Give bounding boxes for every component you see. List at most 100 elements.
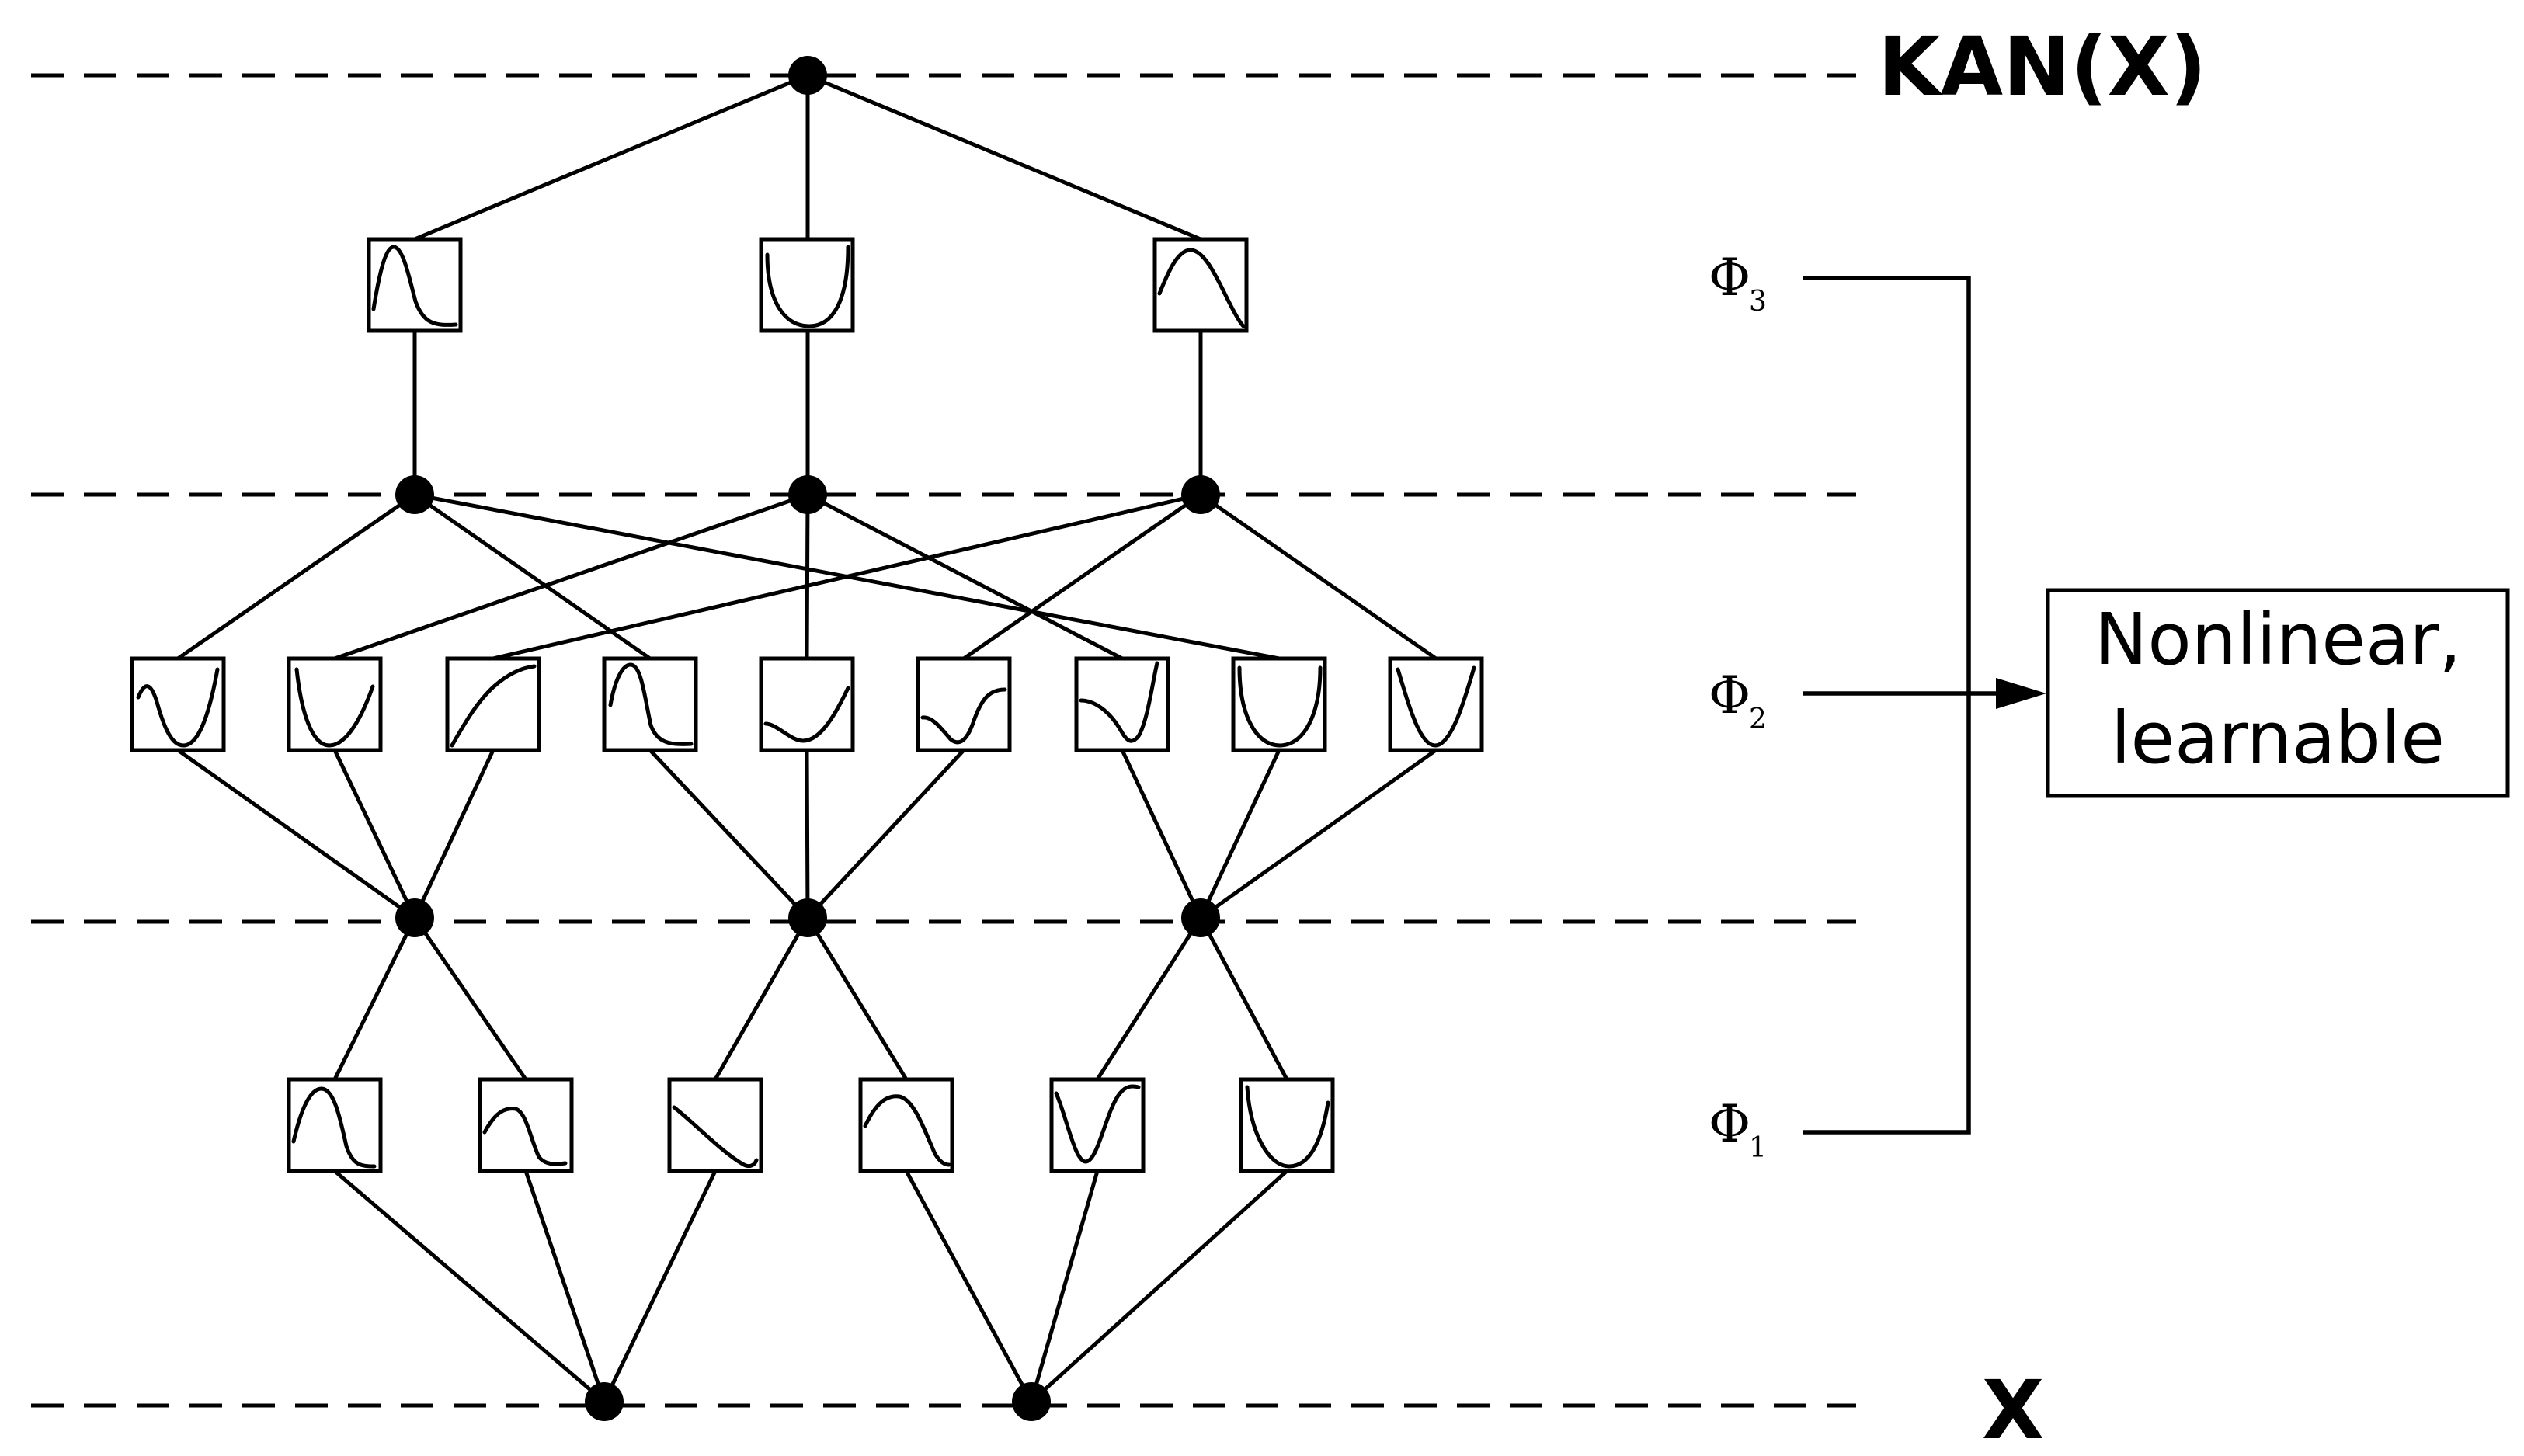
nodes [395,56,1220,1421]
activation-curve [765,245,850,328]
annotation-box: Nonlinear, learnable [2046,588,2510,798]
activation-curve [371,245,458,327]
activation-curve [1245,1085,1330,1169]
phi2-label: Φ 2 [1709,665,1767,735]
hidden2-node [395,475,434,514]
activation-curve [863,1094,951,1167]
activation-curve [1157,248,1246,328]
activation-box [130,656,226,752]
edge [805,749,810,919]
activation-box [1152,237,1249,333]
edge [1198,749,1281,919]
activation-frame [445,656,541,752]
activation-curve [291,1086,377,1169]
bracket-line [1803,276,1971,1135]
hidden1-node [788,898,827,937]
edge [713,916,810,1081]
activation-box [667,1077,763,1173]
activation-curve [672,1105,759,1169]
edge [412,749,495,919]
activation-curve [1079,661,1159,743]
phi3-activations [367,237,1249,333]
edge [1030,1169,1288,1403]
activation-frame [602,656,698,752]
phi-symbol: Φ [1709,1094,1750,1154]
activation-frame [287,1077,383,1173]
activation-frame [916,656,1012,752]
edge [805,916,909,1081]
activation-box [1231,656,1327,752]
input-node [1012,1382,1051,1421]
edge [176,492,416,661]
phi1-label: Φ 1 [1709,1094,1767,1164]
layer-lines [31,73,1856,1408]
activation-box [759,237,855,333]
edge [492,492,1201,661]
activation-box [1049,1077,1146,1173]
edge [333,1169,606,1403]
activation-frame [759,237,855,333]
hidden2-node [788,475,827,514]
edge [334,492,808,661]
activation-box [367,237,463,333]
activation-curve [136,667,220,748]
edge [806,492,1124,661]
activation-curve [294,667,375,748]
activation-box [478,1077,574,1173]
activation-box [1239,1077,1335,1173]
activation-box [916,656,1012,752]
annotation-frame [2046,588,2510,798]
edge [176,748,416,920]
edge [413,492,652,661]
edge [807,73,1201,242]
activation-box [445,656,541,752]
edge [806,749,965,919]
phi-subscript: 3 [1749,286,1767,318]
activation-box [759,656,855,752]
edge [332,916,417,1081]
phi-symbol: Φ [1709,665,1750,725]
phi1-activations [287,1077,1335,1173]
edge [1095,916,1203,1081]
phi3-label: Φ 3 [1709,248,1767,318]
edges [176,73,1438,1403]
activation-frame [1239,1077,1335,1173]
activation-curve [482,1107,568,1166]
activation-frame [1231,656,1327,752]
edge [1199,492,1438,661]
activation-curve [608,662,694,746]
edge [523,1170,607,1402]
edge [332,749,417,919]
activation-frame [759,656,855,752]
edge [1198,916,1289,1081]
annotation-line-2: learnable [2111,697,2445,780]
activation-box [602,656,698,752]
phi-subscript: 2 [1749,704,1767,735]
activation-frame [1388,656,1484,752]
activation-curve [450,664,537,748]
activation-curve [1396,665,1476,748]
activation-box [1074,656,1170,752]
input-label: X [1982,1363,2044,1456]
hidden2-node [1181,475,1220,514]
edge [1120,749,1203,919]
activation-curve [1237,665,1323,748]
edge [904,1169,1034,1403]
hidden1-node [395,898,434,937]
layer-bracket [1803,276,2046,1135]
edge [648,749,809,919]
input-node [585,1382,624,1421]
activation-box [287,1077,383,1173]
annotation-line-1: Nonlinear, [2095,598,2462,681]
edge [805,494,810,659]
edge [1199,748,1438,920]
activation-box [858,1077,954,1173]
phi-symbol: Φ [1709,248,1750,308]
edge [602,1169,718,1403]
activation-frame [667,1077,763,1173]
activation-frame [367,237,463,333]
activation-box [287,656,383,752]
edge [414,73,808,242]
activation-box [1388,656,1484,752]
